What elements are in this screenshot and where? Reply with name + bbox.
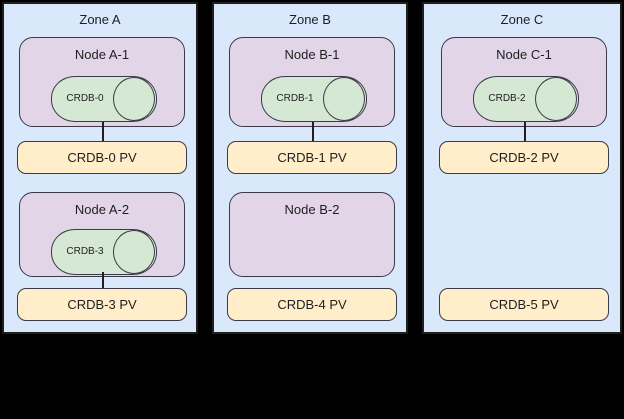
pv-label-crdb-2: CRDB-2 PV (489, 149, 559, 165)
pv-box-crdb-4[interactable]: CRDB-4 PV (227, 288, 397, 321)
pv-box-crdb-5[interactable]: CRDB-5 PV (439, 288, 609, 321)
connector-node-b-1-to-crdb-1-pv (312, 122, 314, 142)
pv-box-crdb-0[interactable]: CRDB-0 PV (17, 141, 187, 174)
zone-container-b[interactable]: Zone B Node B-1 CRDB-1 CRDB-1 PV Node B-… (212, 2, 408, 334)
database-cylinder-crdb-2[interactable]: CRDB-2 (473, 76, 579, 122)
cylinder-end-cap (323, 77, 365, 121)
database-label-crdb-0: CRDB-0 (66, 93, 104, 104)
pv-box-crdb-3[interactable]: CRDB-3 PV (17, 288, 187, 321)
pv-label-crdb-5: CRDB-5 PV (489, 296, 559, 312)
cylinder-end-cap (535, 77, 577, 121)
node-box-a-2[interactable]: Node A-2 CRDB-3 (19, 192, 185, 277)
database-label-crdb-3: CRDB-3 (66, 246, 104, 257)
database-label-crdb-1: CRDB-1 (276, 93, 314, 104)
zone-title-a: Zone A (79, 12, 121, 27)
node-label-a-1: Node A-1 (74, 47, 130, 62)
database-cylinder-crdb-1[interactable]: CRDB-1 (261, 76, 367, 122)
pv-box-crdb-2[interactable]: CRDB-2 PV (439, 141, 609, 174)
cylinder-end-cap (113, 77, 155, 121)
pv-box-crdb-1[interactable]: CRDB-1 PV (227, 141, 397, 174)
node-box-b-2[interactable]: Node B-2 (229, 192, 395, 277)
node-box-a-1[interactable]: Node A-1 CRDB-0 (19, 37, 185, 127)
node-label-a-2: Node A-2 (74, 202, 130, 217)
pv-label-crdb-0: CRDB-0 PV (67, 149, 137, 165)
node-label-b-2: Node B-2 (284, 202, 340, 217)
connector-node-c-1-to-crdb-2-pv (524, 122, 526, 142)
connector-node-a-1-to-crdb-0-pv (102, 122, 104, 142)
zone-container-a[interactable]: Zone A Node A-1 CRDB-0 CRDB-0 PV Node A-… (2, 2, 198, 334)
zone-container-c[interactable]: Zone C Node C-1 CRDB-2 CRDB-2 PV CRDB-5 … (422, 2, 622, 334)
node-box-c-1[interactable]: Node C-1 CRDB-2 (441, 37, 607, 127)
zone-title-b: Zone B (289, 12, 331, 27)
node-label-b-1: Node B-1 (284, 47, 340, 62)
cylinder-end-cap (113, 230, 155, 274)
pv-label-crdb-3: CRDB-3 PV (67, 296, 137, 312)
connector-node-a-2-to-crdb-3-pv (102, 272, 104, 290)
pv-label-crdb-4: CRDB-4 PV (277, 296, 347, 312)
database-label-crdb-2: CRDB-2 (488, 93, 526, 104)
pv-label-crdb-1: CRDB-1 PV (277, 149, 347, 165)
node-box-b-1[interactable]: Node B-1 CRDB-1 (229, 37, 395, 127)
database-cylinder-crdb-0[interactable]: CRDB-0 (51, 76, 157, 122)
node-label-c-1: Node C-1 (496, 47, 552, 62)
zone-title-c: Zone C (500, 12, 544, 27)
database-cylinder-crdb-3[interactable]: CRDB-3 (51, 229, 157, 275)
